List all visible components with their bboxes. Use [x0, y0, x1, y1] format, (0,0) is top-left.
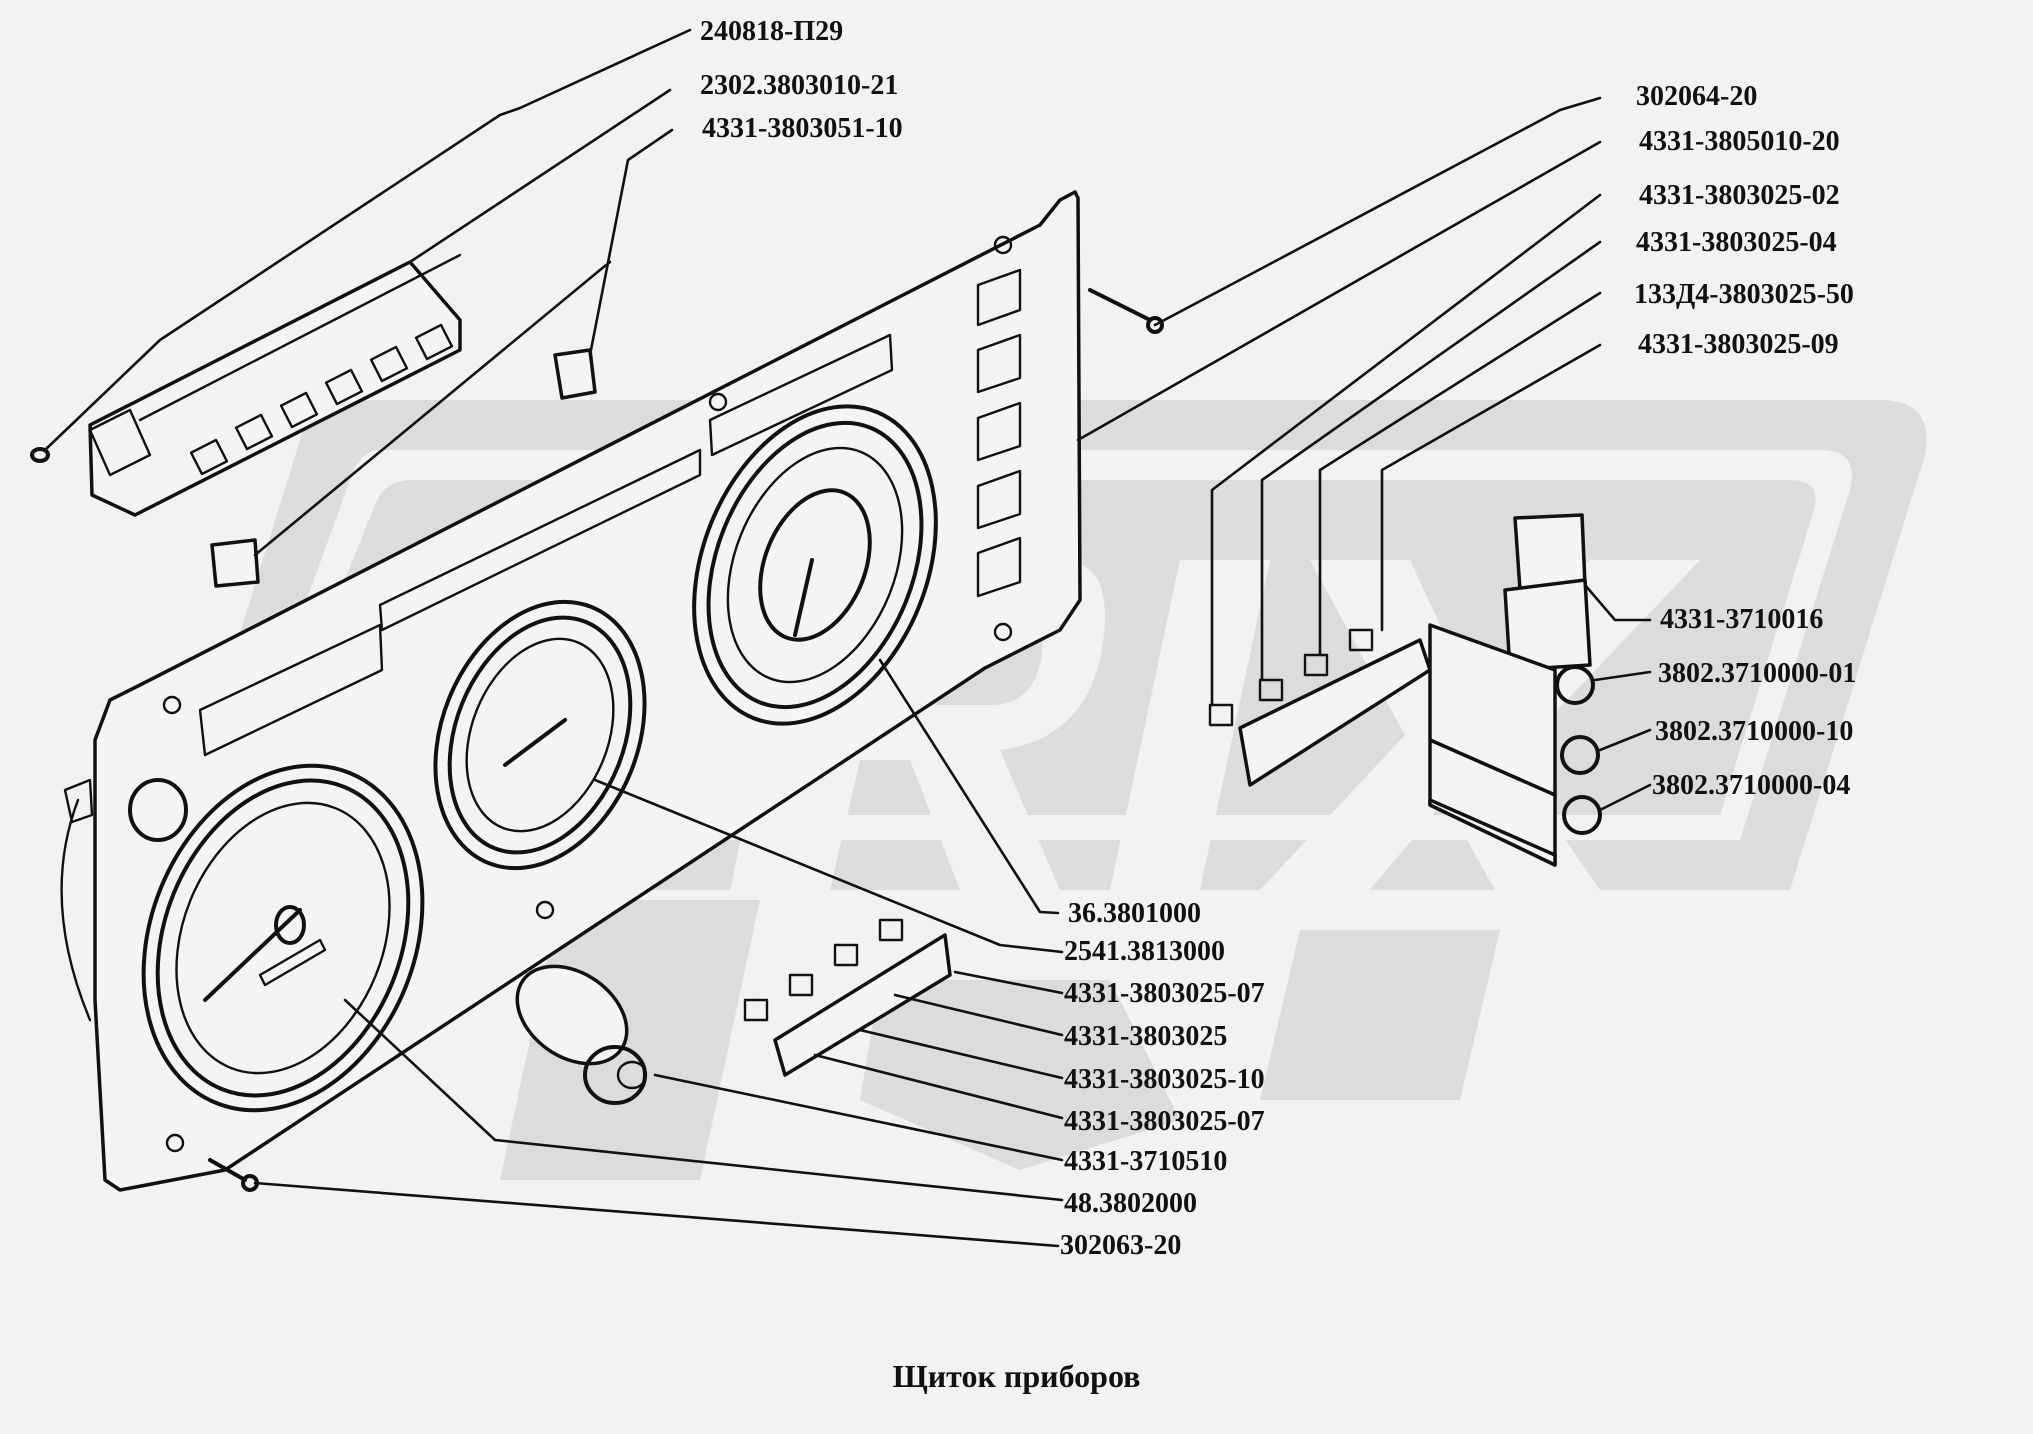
- diagram-caption: Щиток приборов: [892, 1358, 1141, 1394]
- label-switch-07a: 4331-3803025-07: [1064, 978, 1265, 1009]
- combination-gauge: [692, 404, 938, 726]
- label-switch-02: 4331-3803025-02: [1639, 180, 1840, 211]
- label-screw-top-left: 240818-П29: [700, 16, 844, 47]
- label-switch-10: 3802.3710000-10: [1655, 716, 1854, 747]
- label-switch-base: 4331-3803025: [1064, 1021, 1228, 1052]
- label-screw-top-right: 302064-20: [1636, 81, 1758, 112]
- label-screw-bottom: 302063-20: [1060, 1230, 1182, 1261]
- label-switch-01: 3802.3710000-01: [1658, 658, 1857, 689]
- label-switch-block: 4331-3710016: [1660, 604, 1824, 635]
- ignition-switch: [515, 964, 648, 1105]
- lamp-socket: [210, 348, 597, 588]
- label-instrument-panel: 4331-3805010-20: [1639, 126, 1840, 157]
- indicator-windows: [976, 268, 1022, 598]
- label-warning-lamp-block: 2302.3803010-21: [700, 70, 899, 101]
- speedometer: [141, 763, 425, 1113]
- label-tachometer: 2541.3813000: [1064, 936, 1225, 967]
- label-switch-07b: 4331-3803025-07: [1064, 1106, 1265, 1137]
- leader-lines: [43, 28, 1652, 1248]
- tachometer: [433, 599, 647, 871]
- label-switch-04: 4331-3803025-04: [1636, 227, 1837, 258]
- instrument-panel-plate: [60, 190, 1082, 1192]
- label-switch-10b: 4331-3803025-10: [1064, 1064, 1265, 1095]
- switch-block-stack: [1428, 513, 1602, 867]
- label-combination-gauge: 36.3801000: [1068, 898, 1201, 929]
- label-switch-04b: 3802.3710000-04: [1652, 770, 1851, 801]
- label-ignition-switch: 4331-3710510: [1064, 1146, 1228, 1177]
- label-speedometer: 48.3802000: [1064, 1188, 1197, 1219]
- label-switch-50: 133Д4-3803025-50: [1634, 279, 1854, 310]
- bottom-switch-group: [743, 918, 952, 1077]
- label-lamp-socket: 4331-3803051-10: [702, 113, 903, 144]
- label-switch-09: 4331-3803025-09: [1638, 329, 1839, 360]
